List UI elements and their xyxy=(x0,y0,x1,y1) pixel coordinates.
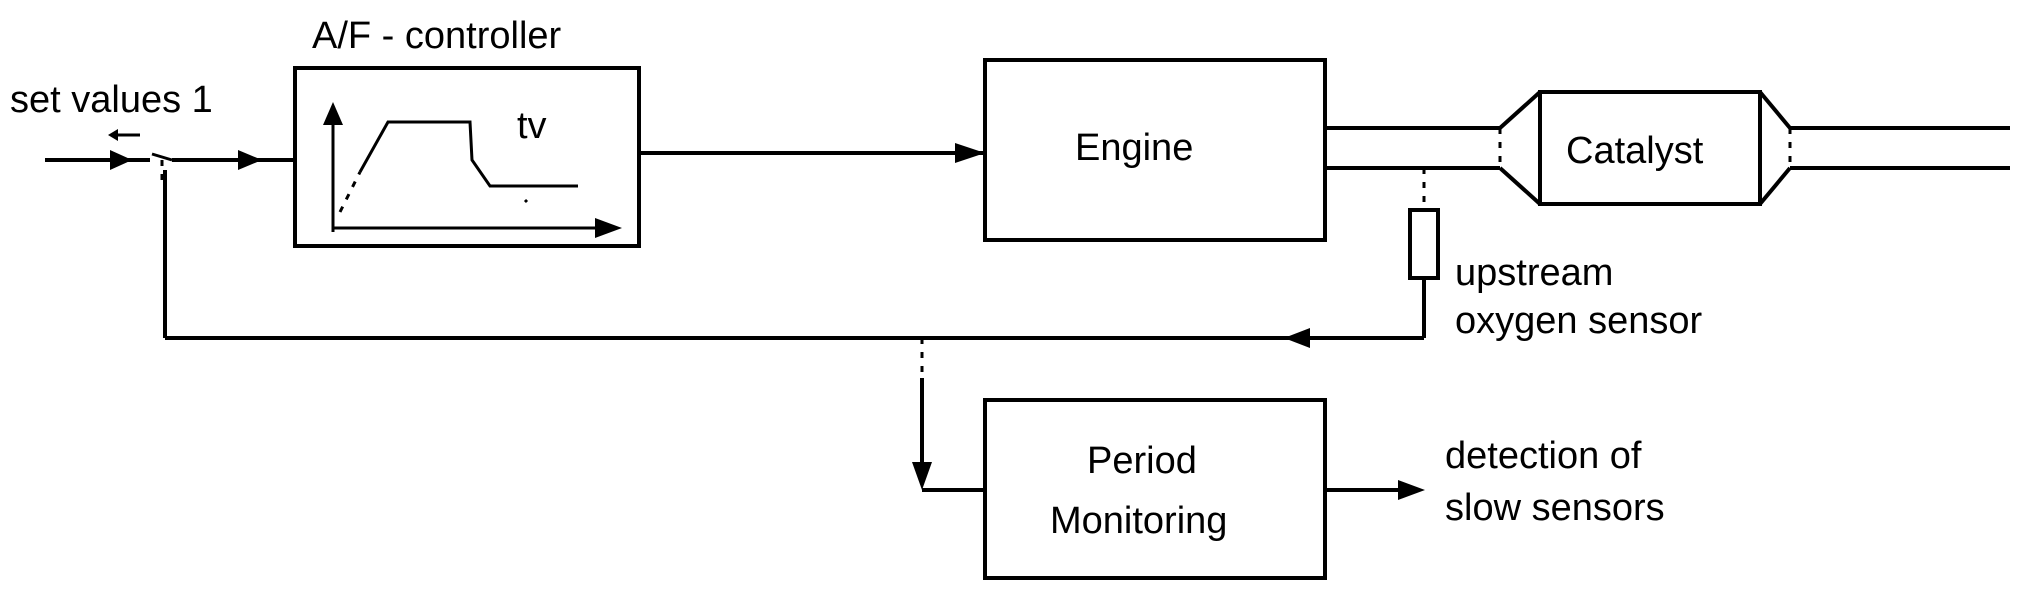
monitoring-output-arrow xyxy=(1325,480,1425,500)
monitoring-label-line1: Period xyxy=(1087,440,1197,482)
controller-box xyxy=(293,66,641,248)
monitoring-label-line2: Monitoring xyxy=(1050,500,1227,542)
controller-tv-label: tv xyxy=(517,105,547,147)
engine-box xyxy=(983,58,1327,242)
controller-to-engine-arrow xyxy=(639,143,985,163)
catalyst-label: Catalyst xyxy=(1566,130,1704,172)
input-marker-icon xyxy=(108,129,140,141)
sensor-label-line1: upstream xyxy=(1455,252,1613,294)
input-label: set values 1 xyxy=(10,79,213,121)
monitoring-branch-arrow xyxy=(912,338,985,492)
engine-label: Engine xyxy=(1075,127,1193,169)
controller-title: A/F - controller xyxy=(312,15,562,57)
feedback-line xyxy=(163,170,1426,348)
exhaust-pipe-upstream xyxy=(1325,126,1500,170)
output-label-line2: slow sensors xyxy=(1445,487,1665,529)
sensor-label-line2: oxygen sensor xyxy=(1455,300,1702,342)
monitoring-box xyxy=(983,398,1327,580)
catalyst-converter xyxy=(1498,90,1792,206)
controller-graph xyxy=(323,102,622,238)
summing-junction xyxy=(112,152,173,180)
controller-input-arrow xyxy=(172,150,295,170)
oxygen-sensor-icon xyxy=(1408,168,1440,280)
output-label-line1: detection of xyxy=(1445,435,1642,477)
exhaust-pipe-downstream xyxy=(1790,126,2010,170)
